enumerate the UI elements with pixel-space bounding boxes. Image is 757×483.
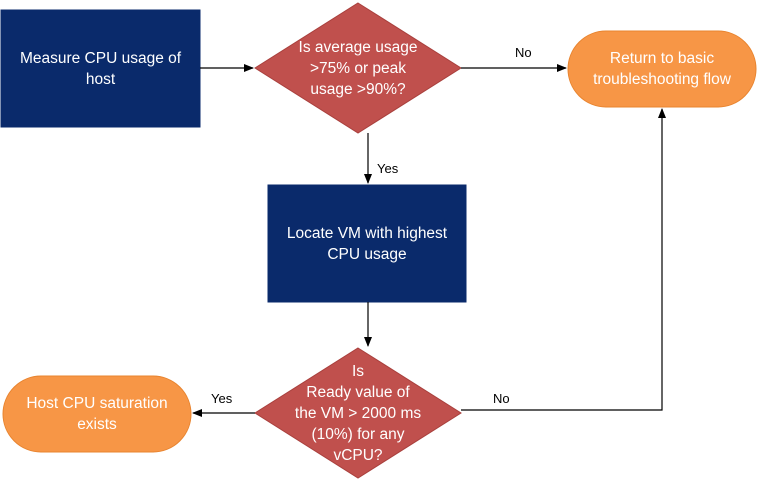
edge-label-usage-yes: Yes: [377, 161, 399, 176]
arrow-ready-to-return: [461, 108, 666, 411]
terminal-saturation-shape: [2, 375, 192, 453]
edge-label-usage-no: No: [515, 45, 532, 60]
terminal-saturation-label: Host CPU saturation exists: [26, 395, 168, 433]
terminal-return-basic-label: Return to basic troubleshooting flow: [593, 50, 731, 88]
process-measure-cpu-shape: [0, 9, 201, 128]
process-measure-cpu-label: Measure CPU usage of host: [19, 49, 182, 88]
terminal-return-basic-shape: [567, 30, 757, 108]
decision-usage-shape: [254, 2, 462, 134]
edge-label-ready-no: No: [493, 391, 510, 406]
edge-label-ready-yes: Yes: [211, 391, 233, 406]
process-locate-vm-label: Locate VM with highest CPU usage: [286, 224, 448, 263]
decision-usage-label: Is average usage >75% or peak usage >90%…: [298, 38, 418, 98]
process-locate-vm-shape: [267, 184, 467, 303]
decision-ready-shape: [254, 347, 462, 479]
decision-ready-label: Is Ready value of the VM > 2000 ms (10%)…: [294, 362, 422, 464]
